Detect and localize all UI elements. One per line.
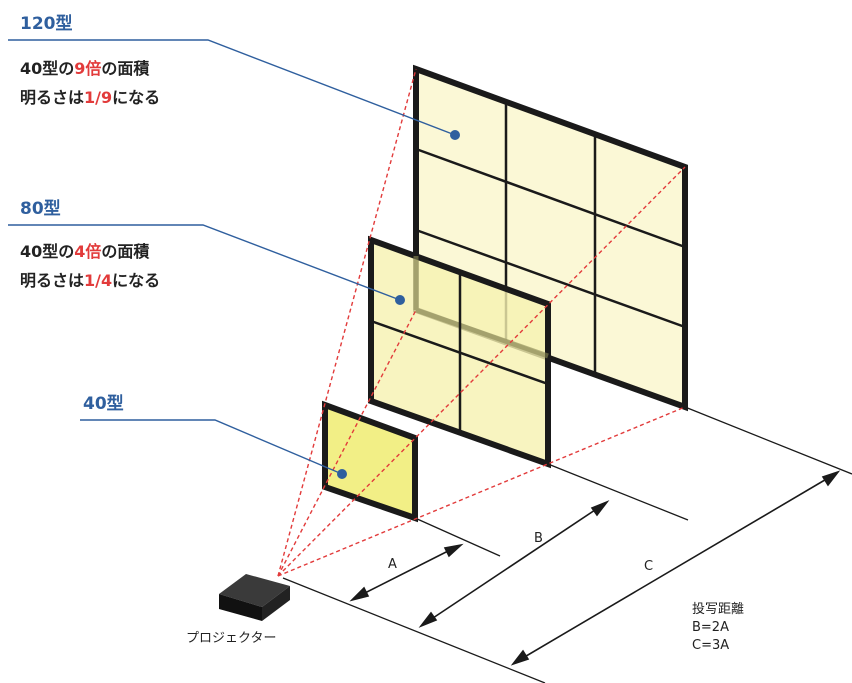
distance-label-a: A: [388, 557, 397, 572]
desc-120-line1: 40型の9倍の面積: [20, 59, 150, 78]
desc-80-line1: 40型の4倍の面積: [20, 242, 150, 261]
callout-40: [80, 419, 343, 475]
ray-bottom-right: [277, 406, 686, 577]
callout-dots: [337, 130, 460, 479]
callout-lines: [8, 39, 456, 475]
ray-top-left: [277, 68, 417, 577]
arrow-b-head-start: [418, 611, 438, 628]
distance-label-c: C: [644, 559, 653, 574]
screen-40: [322, 400, 418, 523]
desc-80-line2: 明るさは1/4になる: [20, 271, 160, 290]
distance-label-b: B: [534, 531, 543, 546]
projection-rays: [277, 68, 686, 577]
projector-label: プロジェクター: [186, 631, 276, 646]
arrow-b-head-end: [590, 500, 610, 517]
ray-bottom-left: [277, 309, 417, 577]
floor-line-80: [547, 463, 689, 521]
floor-line-projector: [282, 577, 546, 683]
arrow-c-head-start: [510, 649, 530, 666]
arrow-a-head-end: [443, 543, 464, 558]
label-40: 40型: [83, 393, 124, 414]
arrow-a: [354, 545, 459, 599]
floor-line-120: [684, 406, 852, 475]
arrow-a-head-start: [349, 586, 370, 602]
legend-c: C=3A: [692, 638, 729, 653]
arrow-c-head-end: [821, 470, 841, 487]
ray-top-right: [277, 166, 686, 577]
arrow-c: [515, 473, 836, 663]
screen-80-grid: [370, 272, 549, 433]
arrow-b: [423, 503, 605, 625]
desc-120-line2: 明るさは1/9になる: [20, 88, 160, 107]
projector-icon: [219, 574, 290, 621]
callout-80: [8, 224, 401, 301]
label-120: 120型: [20, 13, 73, 34]
screen-80-shadow: [413, 256, 549, 359]
floor-line-40: [414, 517, 501, 557]
screen-80: [368, 235, 551, 469]
distance-arrows: [349, 470, 841, 666]
legend-b: B=2A: [692, 620, 729, 635]
label-80: 80型: [20, 198, 61, 219]
callout-120: [8, 39, 456, 136]
floor-lines: [282, 406, 852, 683]
screen-40-panel: [322, 400, 418, 523]
legend-title: 投写距離: [692, 601, 744, 617]
